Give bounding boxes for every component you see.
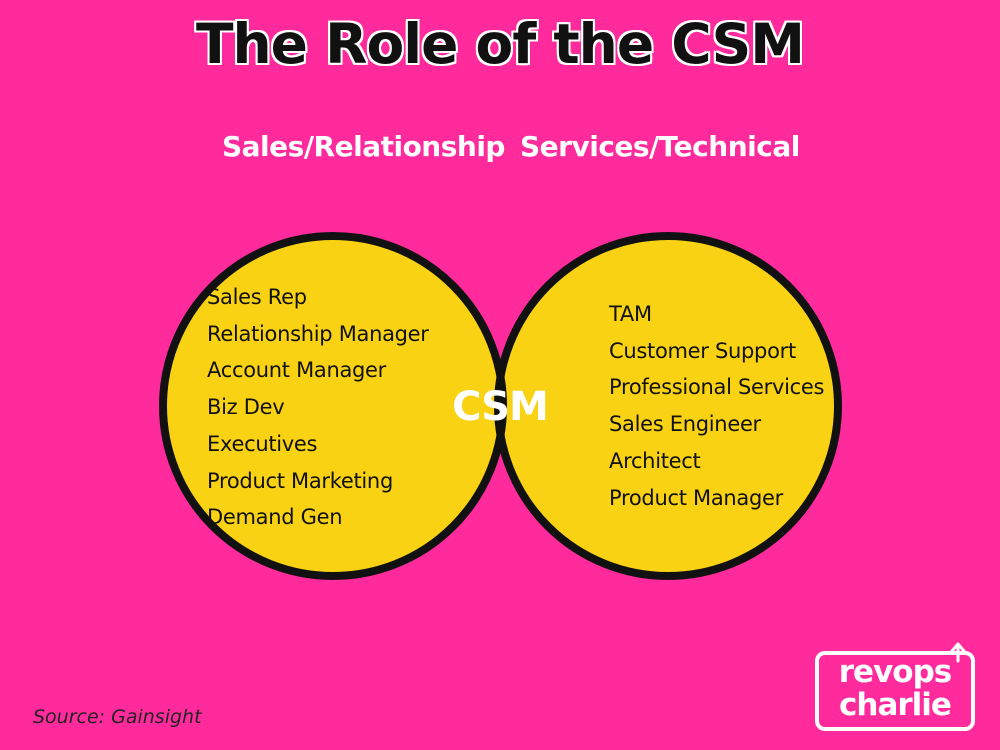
list-item: Product Manager [609,485,783,510]
right-role-list: TAM Customer Support Professional Servic… [609,296,824,516]
list-item: Professional Services [609,375,825,400]
list-item: Account Manager [207,358,387,383]
page-title: The Role of the CSM [195,12,805,76]
venn-circle-left [163,236,503,576]
list-item: TAM [609,302,652,326]
list-item: Demand Gen [207,505,343,530]
venn-circle-right [498,236,838,576]
logo-text-line2: charlie [839,687,952,723]
venn-circle-left-outline [159,232,507,580]
category-label-right: Services/Technical [520,130,800,163]
list-item: Executives [207,431,318,456]
list-item: Product Marketing [207,468,393,493]
list-item: Architect [609,448,701,473]
list-item: Customer Support [609,338,796,363]
list-item: Biz Dev [207,395,285,420]
venn-circle-right-outline [494,232,842,580]
list-item: Sales Rep [207,285,307,309]
category-label-left: Sales/Relationship [222,130,505,163]
list-item: Sales Engineer [609,412,761,437]
arrow-up-icon [950,642,966,663]
brand-logo: revops charlie [815,642,975,731]
list-item: Relationship Manager [207,321,429,346]
logo-text-line1: revops [838,654,952,690]
left-role-list: Sales Rep Relationship Manager Account M… [207,279,429,536]
overlap-label: CSM [452,384,549,430]
source-citation: Source: Gainsight [33,706,202,728]
